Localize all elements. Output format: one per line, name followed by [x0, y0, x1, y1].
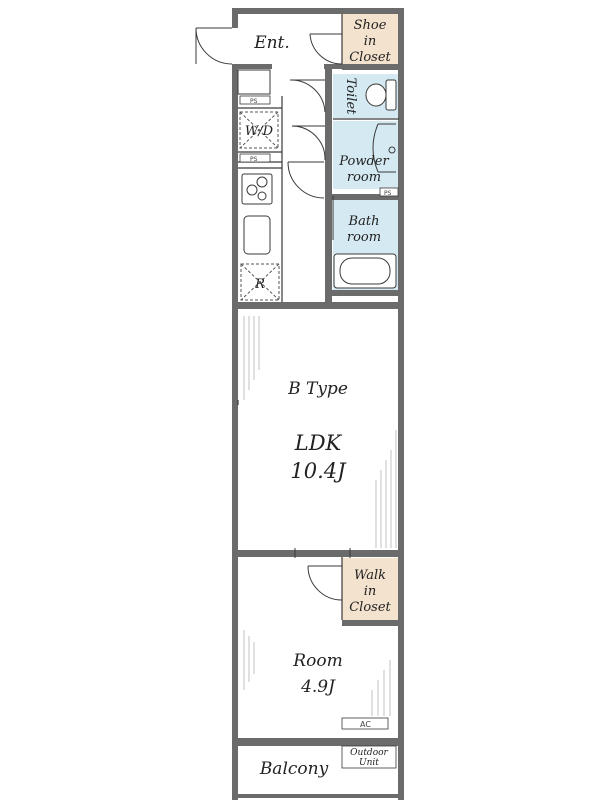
- washer-space: [239, 111, 279, 149]
- walk-in-closet-fill: [342, 558, 399, 621]
- powder-room-fill: [333, 121, 399, 189]
- outdoor-unit-label-2: Unit: [359, 758, 379, 768]
- powder-room-label-2: room: [347, 170, 381, 185]
- shoe-closet-label-3: Closet: [349, 50, 391, 65]
- doors: [195, 27, 343, 601]
- ps-label-2: PS: [250, 156, 258, 163]
- stove-icon: [241, 173, 273, 205]
- ldk-size-label: 10.4J: [290, 459, 347, 483]
- toilet-icon: [365, 79, 397, 111]
- toilet-label: Toilet: [343, 78, 358, 115]
- powder-room-label-1: Powder: [338, 154, 389, 169]
- shoe-closet-label-2: in: [364, 34, 377, 49]
- kitchen-counter: [241, 173, 273, 255]
- ps-label-1: PS: [250, 98, 258, 105]
- balcony-label: Balcony: [259, 759, 329, 779]
- outdoor-unit-label-1: Outdoor: [350, 748, 388, 758]
- type-label: B Type: [287, 379, 348, 399]
- shoe-closet-fill: [342, 14, 399, 68]
- refrigerator-label: R: [254, 277, 265, 292]
- entrance-step: [237, 69, 271, 95]
- bath-room-label-1: Bath: [348, 214, 380, 229]
- ldk-window-hatch: [243, 316, 397, 548]
- interior-lines: [237, 14, 399, 620]
- walk-in-closet-label-1: Walk: [354, 568, 386, 583]
- ac-label: AC: [360, 720, 371, 729]
- ac-unit: [341, 717, 389, 730]
- sliding-door-ticks: [294, 548, 351, 558]
- basin-icon: [372, 123, 396, 173]
- washer-label: W/D: [245, 124, 274, 139]
- shoe-closet-label-1: Shoe: [354, 18, 387, 33]
- room-label: Room: [292, 651, 342, 671]
- outer-walls: [232, 8, 404, 800]
- walk-in-closet-label-2: in: [364, 584, 377, 599]
- sink-icon: [243, 215, 271, 255]
- ldk-label: LDK: [294, 431, 343, 455]
- outdoor-unit: [341, 745, 397, 769]
- entrance-label: Ent.: [253, 33, 290, 53]
- bathtub-icon: [333, 253, 397, 289]
- ps-markers: [239, 95, 399, 197]
- bath-room-label-2: room: [347, 230, 381, 245]
- room-window-hatch: [243, 630, 391, 716]
- ps-label-3: PS: [384, 190, 392, 197]
- room-size-label: 4.9J: [300, 677, 336, 697]
- walk-in-closet-label-3: Closet: [349, 600, 391, 615]
- refrigerator-space: [240, 263, 280, 301]
